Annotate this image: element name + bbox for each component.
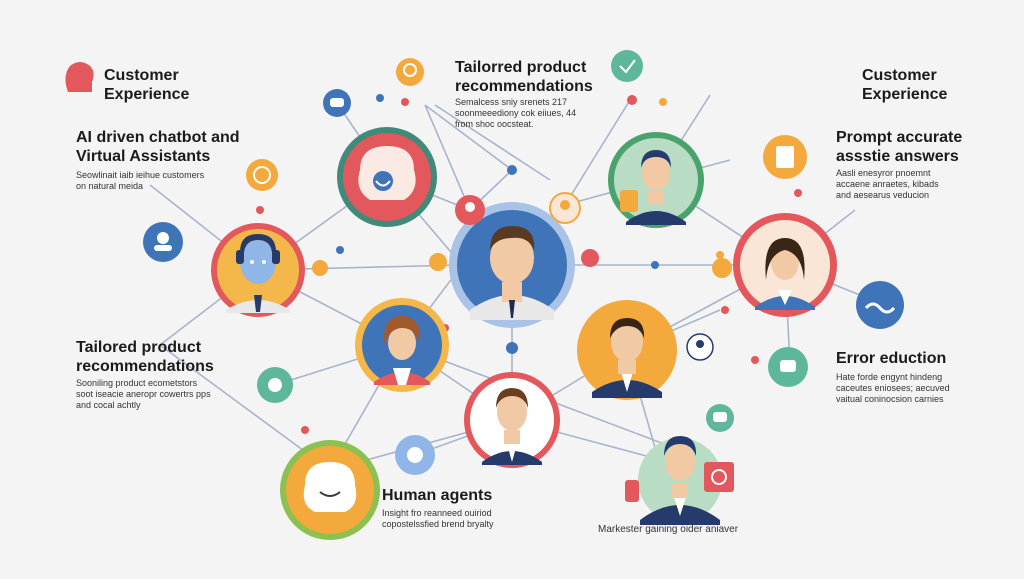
tailored-recs-text-left: Sooniling product ecometstors soot iseac… bbox=[76, 378, 211, 410]
ai-chatbot-text: Seowlinait iaib ieihue customers on natu… bbox=[76, 170, 205, 191]
woman-assistant-node bbox=[733, 213, 837, 317]
smiley-icon bbox=[246, 159, 278, 191]
woman-agent-node bbox=[355, 298, 449, 392]
ai-icon bbox=[395, 435, 435, 475]
customer-experience-title-right: Customer Experience bbox=[862, 67, 948, 103]
central-person-node bbox=[449, 202, 575, 328]
person-icon bbox=[549, 192, 581, 224]
person-icon bbox=[686, 333, 714, 361]
man-agent-node bbox=[577, 300, 677, 400]
marketer-node bbox=[625, 436, 734, 525]
check-icon bbox=[688, 88, 712, 112]
chat-bubble-icon bbox=[257, 367, 293, 403]
tailored-recs-text-top: Semalcess sniy srenets 217 soonmeeediony… bbox=[455, 97, 577, 129]
marketer-caption: Markester gaining oider aniaver bbox=[598, 524, 739, 535]
prompt-answers-text: Aasli enesyror pnoemnt accaene anraetes,… bbox=[836, 168, 939, 200]
human-agents-title: Human agents bbox=[382, 487, 493, 504]
error-reduction-text: Hate forde engynt hindeng caceutes enios… bbox=[836, 372, 950, 404]
assistant-robot-node bbox=[280, 440, 380, 540]
chatbot-robot-node bbox=[337, 127, 437, 227]
error-reduction-title: Error eduction bbox=[836, 350, 947, 367]
chat-bubble-icon bbox=[768, 347, 808, 387]
heart-icon bbox=[312, 249, 732, 278]
prompt-answers-title: Prompt accurate assstie answers bbox=[836, 129, 963, 165]
chat-bubble-icon bbox=[323, 89, 351, 117]
human-agent-node bbox=[464, 372, 560, 468]
person-icon bbox=[455, 195, 485, 225]
chat-bubble-icon bbox=[706, 404, 734, 432]
customer-experience-title-left: Customer Experience bbox=[104, 67, 190, 103]
human-agents-text: Insight fro reanneed ouiriod copostelssf… bbox=[382, 508, 494, 529]
support-agent-node bbox=[608, 132, 704, 228]
person-icon bbox=[143, 222, 183, 262]
speech-bubble-icon bbox=[396, 58, 424, 86]
tailored-recs-title-left: Tailored product recommendations bbox=[76, 339, 214, 375]
ai-chatbot-title: AI driven chatbot and Virtual Assistants bbox=[76, 129, 240, 165]
ai-avatar-node bbox=[211, 223, 305, 317]
document-icon bbox=[763, 135, 807, 179]
tailored-recs-title-top: Tailorred product recommendations bbox=[455, 59, 593, 95]
head-profile-icon bbox=[65, 62, 94, 92]
check-icon bbox=[611, 50, 643, 82]
wave-icon bbox=[856, 281, 904, 329]
